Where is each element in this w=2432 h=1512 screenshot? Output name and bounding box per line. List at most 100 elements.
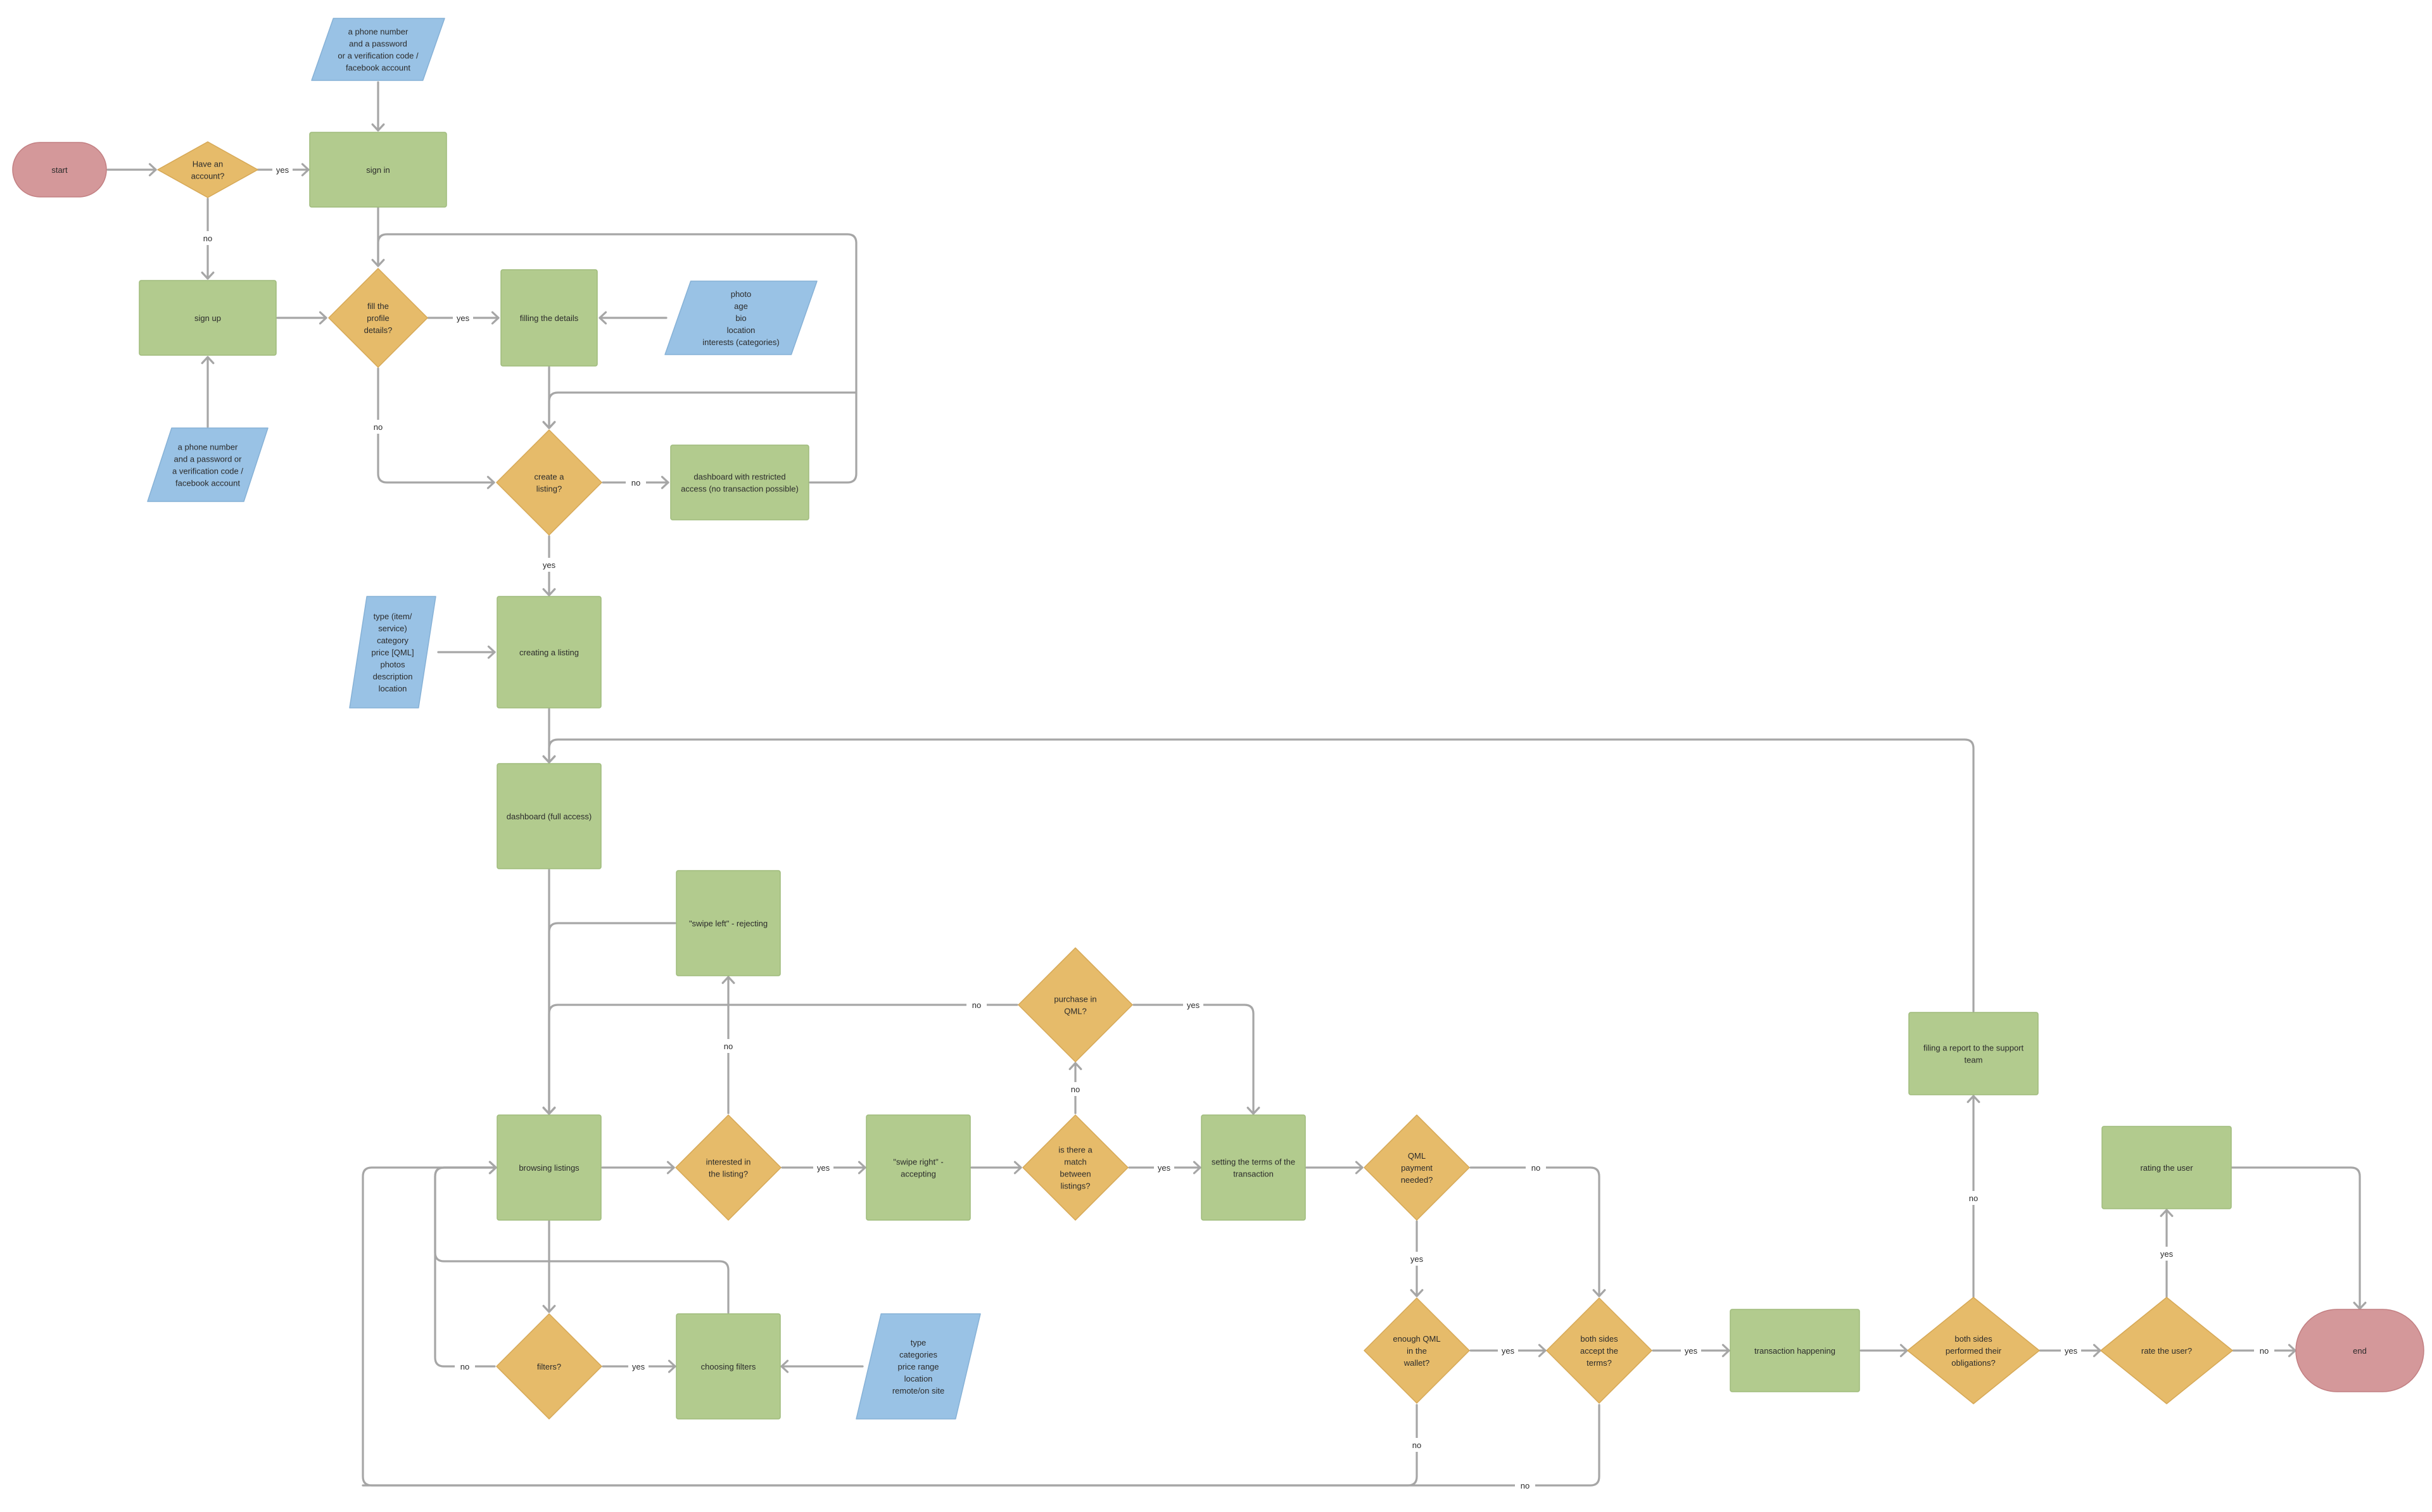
label-have-account-yes: yes (272, 163, 293, 177)
node-label: "swipe left" - rejecting (689, 919, 768, 928)
node-dashboard-full: dashboard (full access) (497, 763, 602, 869)
label-purchase-qml-yes: yes (1183, 998, 1203, 1012)
node-label: filling the details (520, 313, 579, 323)
svg-text:no: no (724, 1042, 733, 1051)
edge-sign-up-to-fill-profile (276, 311, 327, 325)
svg-text:no: no (972, 1000, 981, 1010)
label-create-listing-yes: yes (539, 558, 559, 572)
node-label: sign in (366, 165, 390, 175)
edge-input-signin-to-sign-in (371, 81, 385, 132)
edge-enough-qml-no-to-browsing (362, 1161, 1418, 1487)
node-choosing-filters: choosing filters (676, 1313, 781, 1420)
svg-text:yes: yes (1685, 1346, 1698, 1356)
node-filters-q: filters? (496, 1313, 602, 1420)
edge-dashboard-restricted-loop (377, 233, 858, 484)
svg-text:no: no (460, 1362, 469, 1371)
edge-labels: yes no yes no no yes no yes no yes no yes no yes no yes… (198, 163, 2274, 1492)
svg-text:no: no (1531, 1163, 1540, 1173)
node-label: filters? (537, 1362, 561, 1371)
label-both-accept-yes: yes (1681, 1344, 1701, 1358)
label-match-yes: yes (1154, 1161, 1174, 1175)
node-filling-details: filling the details (500, 269, 598, 367)
node-label: end (2353, 1346, 2367, 1356)
label-enough-qml-yes: yes (1498, 1344, 1518, 1358)
edge-input-listing-to-creating-listing (437, 645, 496, 659)
svg-text:no: no (631, 478, 640, 488)
node-label: choosing filters (701, 1362, 756, 1371)
label-fill-profile-no: no (368, 420, 388, 434)
label-purchase-qml-no: no (966, 998, 987, 1012)
svg-text:yes: yes (2065, 1346, 2078, 1356)
edge-report-to-dashboard-full (542, 738, 1975, 1012)
label-filters-no: no (455, 1359, 475, 1373)
label-have-account-no: no (198, 231, 218, 245)
label-match-no: no (1065, 1082, 1086, 1096)
node-sign-in: sign in (309, 132, 447, 208)
svg-text:no: no (1521, 1481, 1530, 1490)
svg-text:yes: yes (1502, 1346, 1515, 1356)
label-qml-needed-no: no (1526, 1161, 1546, 1175)
node-browsing: browsing listings (497, 1114, 602, 1221)
node-creating-listing: creating a listing (497, 596, 602, 709)
edge-dashboard-restricted-to-create-listing (542, 391, 858, 429)
node-label: start (51, 165, 68, 175)
edge-input-profile-to-filling-details (598, 311, 668, 325)
node-label: dashboard (full access) (507, 812, 592, 821)
edge-rating-to-end (2231, 1166, 2367, 1310)
svg-text:yes: yes (543, 560, 556, 570)
edge-both-accept-no-to-browsing (362, 1404, 1600, 1487)
svg-text:yes: yes (457, 313, 470, 323)
node-label: browsing listings (519, 1163, 580, 1173)
edge-swipe-right-to-match (970, 1161, 1022, 1175)
edge-start-to-have-account (106, 163, 157, 177)
node-sign-up: sign up (139, 280, 277, 356)
node-label: rate the user? (2141, 1346, 2192, 1356)
node-label: creating a listing (519, 648, 579, 657)
label-rate-yes: yes (2156, 1247, 2177, 1261)
node-start: start (12, 142, 107, 198)
edge-terms-to-qml-needed (1305, 1161, 1364, 1175)
node-end: end (2295, 1309, 2424, 1392)
label-both-accept-no: no (1515, 1478, 1535, 1492)
label-interested-no: no (718, 1039, 738, 1053)
svg-text:no: no (1412, 1440, 1421, 1450)
edge-input-signup-to-sign-up (201, 356, 215, 428)
edge-purchase-qml-yes-to-terms (1132, 1004, 1260, 1115)
edge-input-filters-to-choosing-filters (780, 1359, 864, 1373)
svg-text:yes: yes (632, 1362, 645, 1371)
svg-text:yes: yes (817, 1163, 830, 1173)
node-swipe-left: "swipe left" - rejecting (676, 870, 781, 976)
node-label: transaction happening (1754, 1346, 1835, 1356)
label-rate-no: no (2254, 1344, 2274, 1358)
svg-text:yes: yes (276, 165, 289, 175)
edge-qml-needed-no-to-both-accept (1469, 1166, 1606, 1297)
edge-purchase-qml-no-to-browsing (542, 1004, 1018, 1115)
